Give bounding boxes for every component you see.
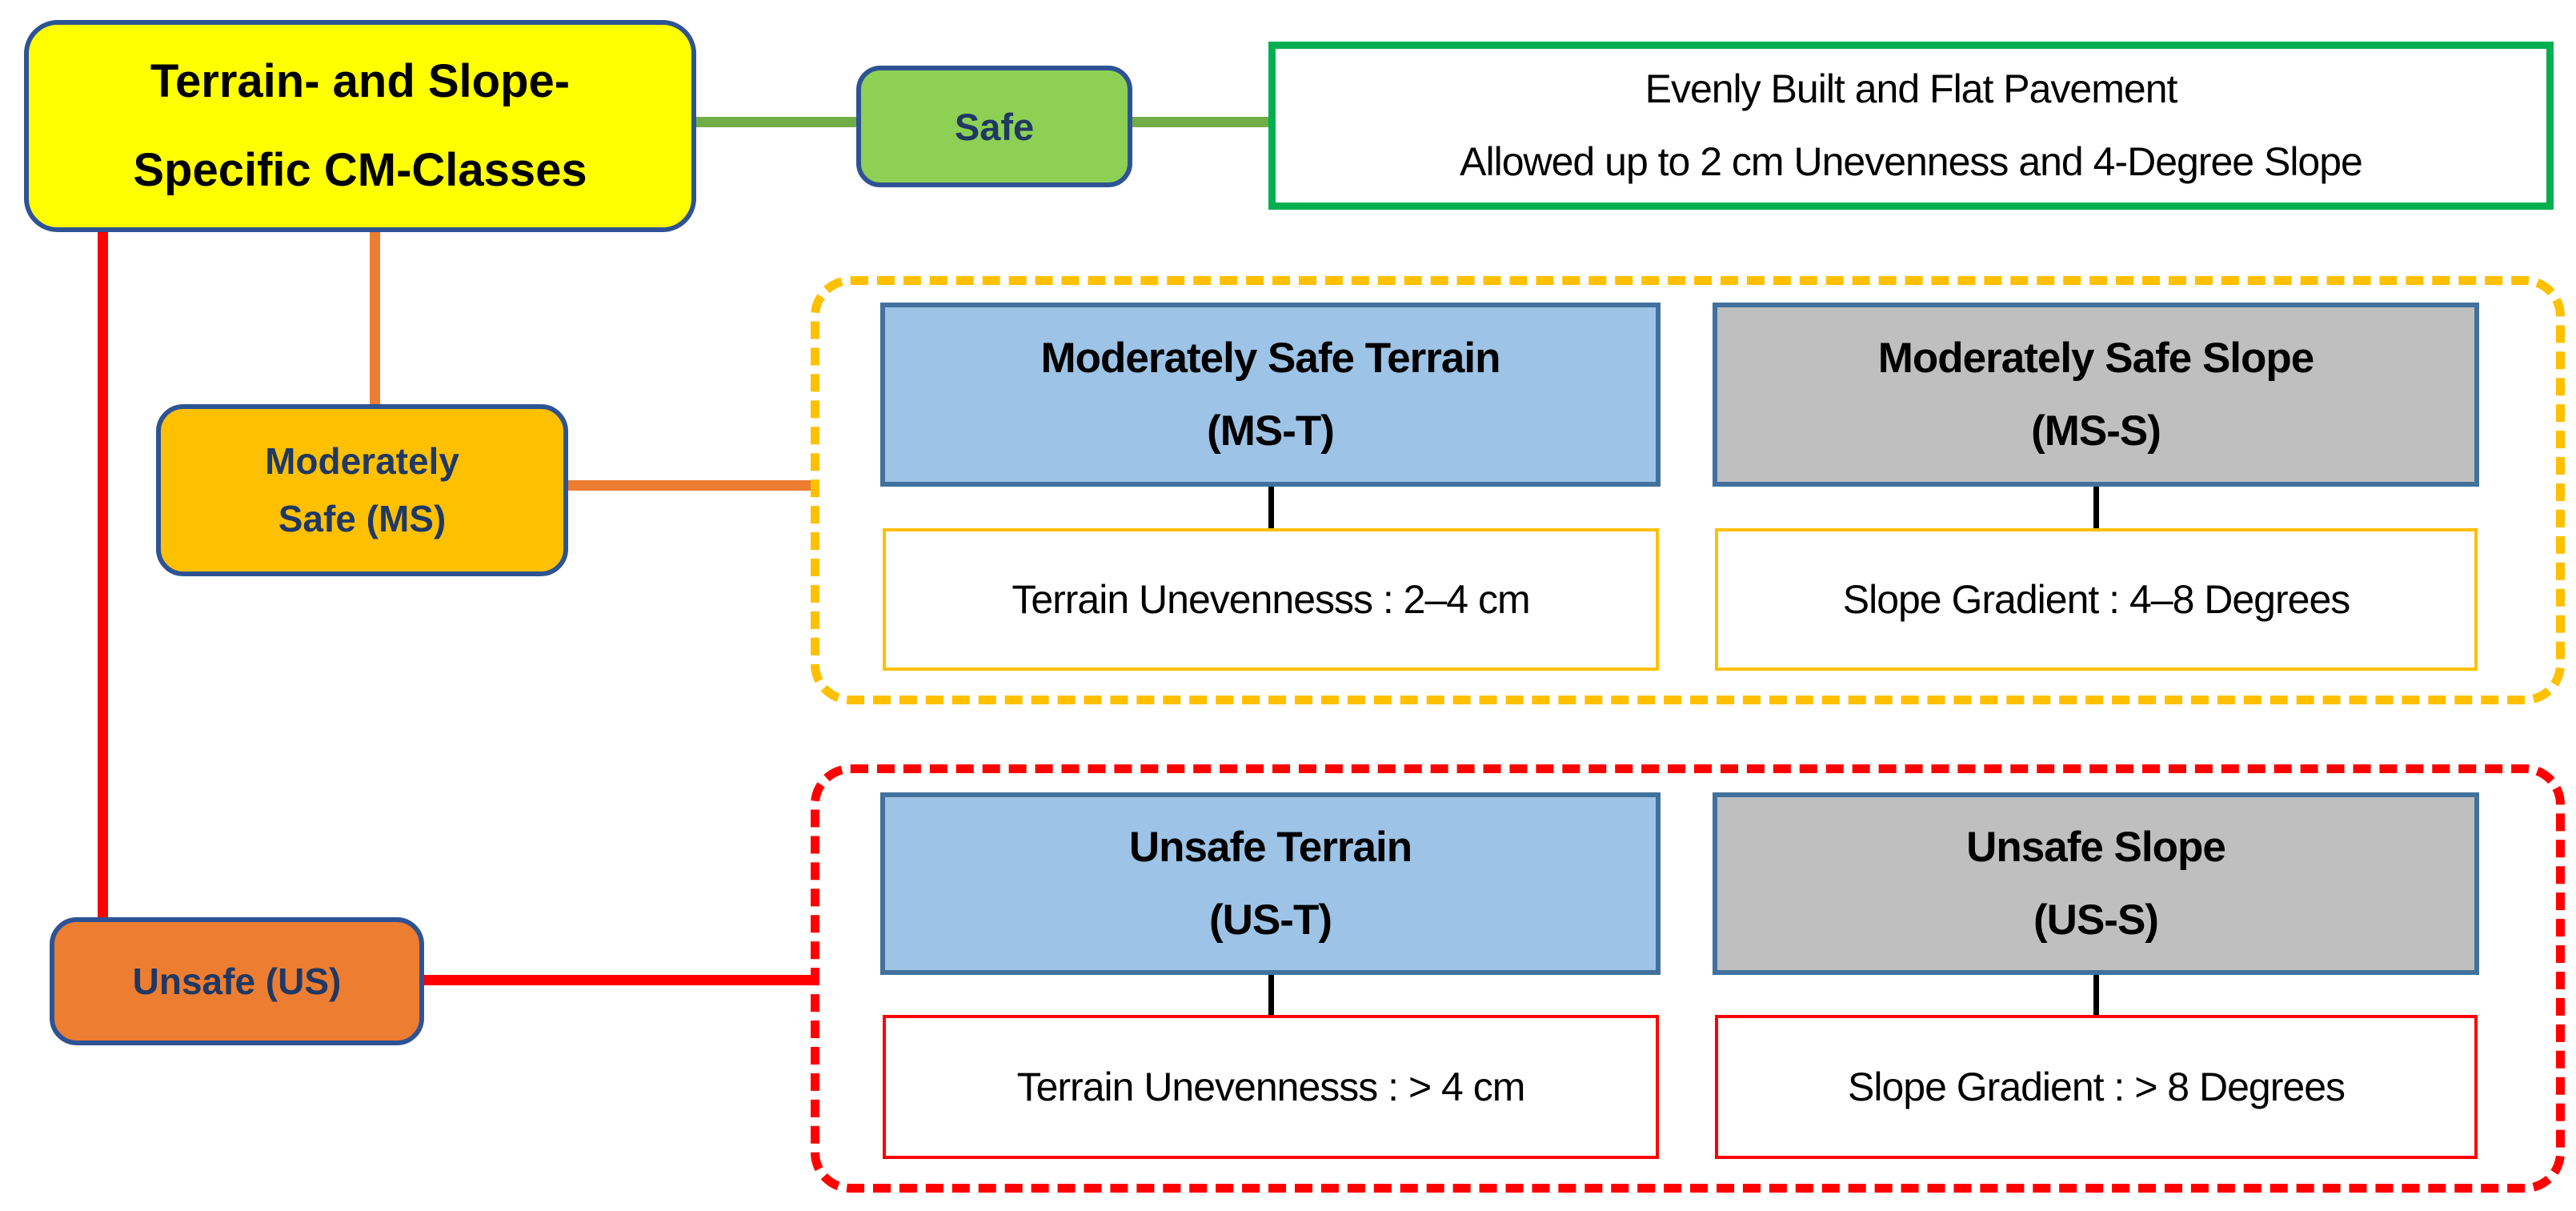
- connector-uss-to-detail: [2093, 973, 2099, 1017]
- mst-title-line2: (MS-T): [1207, 407, 1335, 455]
- connector-root-to-ms: [370, 231, 380, 406]
- connector-mst-to-detail: [1268, 485, 1274, 530]
- ust-title-line2: (US-T): [1209, 896, 1332, 944]
- safe-description-line1: Evenly Built and Flat Pavement: [1645, 66, 2178, 111]
- moderately-safe-terrain-box: Moderately Safe Terrain (MS-T): [880, 303, 1661, 487]
- moderately-safe-slope-box: Moderately Safe Slope (MS-S): [1713, 303, 2479, 487]
- safe-description-box: Evenly Built and Flat Pavement Allowed u…: [1268, 42, 2554, 210]
- unsafe-terrain-detail: Terrain Unevennesss : > 4 cm: [883, 1015, 1659, 1159]
- unsafe-slope-box: Unsafe Slope (US-S): [1713, 792, 2479, 975]
- connector-ust-to-detail: [1268, 973, 1274, 1017]
- uss-title-line1: Unsafe Slope: [1966, 823, 2226, 871]
- root-node: Terrain- and Slope- Specific CM-Classes: [24, 20, 696, 232]
- mss-title-line2: (MS-S): [2031, 407, 2161, 455]
- connector-ms-to-ms-panel: [568, 480, 812, 491]
- moderately-safe-terrain-detail: Terrain Unevennesss : 2–4 cm: [883, 528, 1659, 671]
- unsafe-node: Unsafe (US): [50, 917, 424, 1045]
- unsafe-terrain-box: Unsafe Terrain (US-T): [880, 792, 1661, 975]
- ust-title-line1: Unsafe Terrain: [1128, 823, 1412, 871]
- safe-label: Safe: [954, 105, 1035, 148]
- connector-mss-to-detail: [2093, 485, 2099, 530]
- safe-node: Safe: [856, 66, 1132, 187]
- moderately-safe-slope-detail: Slope Gradient : 4–8 Degrees: [1715, 528, 2478, 671]
- mss-title-line1: Moderately Safe Slope: [1877, 334, 2315, 382]
- connector-root-to-unsafe: [98, 231, 108, 919]
- unsafe-slope-detail: Slope Gradient : > 8 Degrees: [1715, 1015, 2478, 1159]
- moderately-safe-group-panel: [811, 276, 2565, 704]
- moderately-safe-node: Moderately Safe (MS): [156, 404, 568, 576]
- ms-label-line1: Moderately: [265, 440, 459, 483]
- uss-detail-text: Slope Gradient : > 8 Degrees: [1848, 1065, 2346, 1109]
- mss-detail-text: Slope Gradient : 4–8 Degrees: [1842, 577, 2351, 622]
- root-label-line2: Specific CM-Classes: [133, 143, 587, 196]
- connector-root-to-safe: [695, 117, 856, 127]
- connector-safe-to-pavement: [1132, 117, 1268, 127]
- mst-detail-text: Terrain Unevennesss : 2–4 cm: [1012, 577, 1530, 622]
- unsafe-group-panel: [811, 764, 2565, 1193]
- uss-title-line2: (US-S): [2033, 896, 2159, 944]
- ust-detail-text: Terrain Unevennesss : > 4 cm: [1016, 1065, 1526, 1109]
- connector-unsafe-to-us-panel: [424, 975, 812, 985]
- safe-description-line2: Allowed up to 2 cm Unevenness and 4-Degr…: [1460, 139, 2363, 184]
- mst-title-line1: Moderately Safe Terrain: [1040, 334, 1501, 382]
- ms-label-line2: Safe (MS): [278, 497, 447, 539]
- unsafe-label: Unsafe (US): [132, 960, 342, 1002]
- root-label-line1: Terrain- and Slope-: [150, 55, 571, 108]
